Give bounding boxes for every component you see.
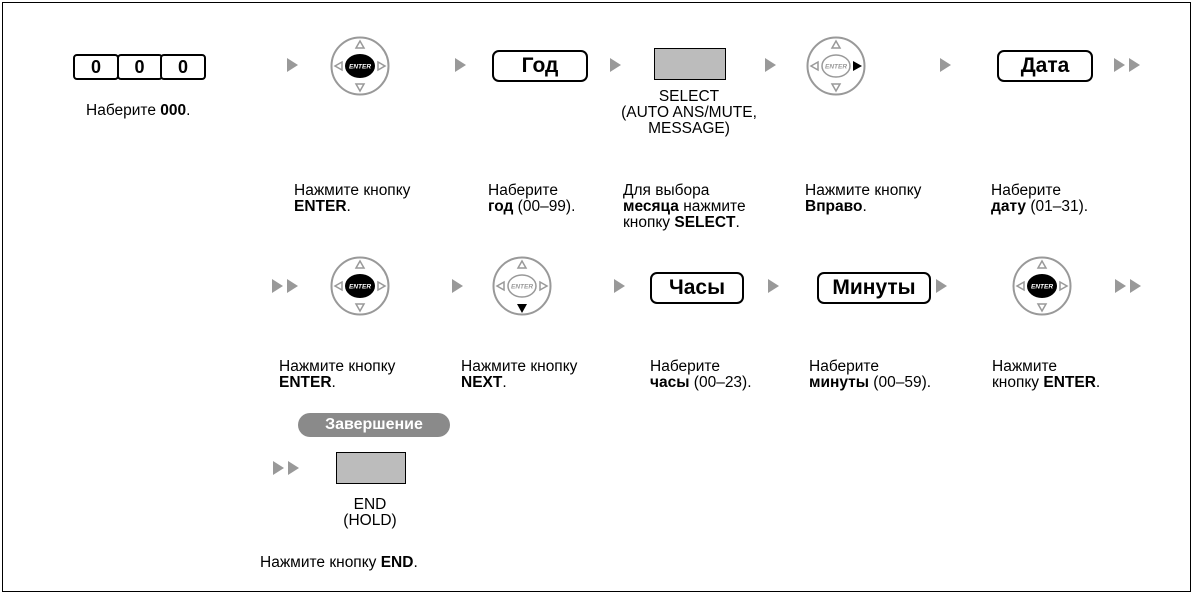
double-arrow [1114, 58, 1146, 72]
step-desc: Для выбора месяца нажмите кнопку SELECT. [623, 182, 746, 231]
key-0: 0 [73, 54, 119, 80]
double-arrow [273, 461, 305, 475]
dial-instruction: Наберите 000. [86, 102, 191, 119]
minutes-button: Минуты [817, 272, 931, 304]
key-0: 0 [160, 54, 206, 80]
key-0: 0 [116, 54, 163, 80]
hours-button: Часы [650, 272, 744, 304]
step-desc: Нажмите кнопку ENTER. [992, 358, 1101, 391]
nav-pad-enter-pressed: ENTER [1012, 256, 1072, 316]
flow-arrow [940, 58, 951, 72]
select-button [654, 48, 726, 80]
enter-label: ENTER [825, 64, 847, 71]
end-button [336, 452, 406, 484]
flow-arrow [610, 58, 621, 72]
flow-arrow [768, 279, 779, 293]
enter-label: ENTER [511, 284, 533, 291]
flow-arrow [614, 279, 625, 293]
flow-arrow [765, 58, 776, 72]
dial-keypad: 0 0 0 [73, 54, 206, 80]
step-desc: Наберите часы (00–23). [650, 358, 752, 391]
step-desc: Наберите минуты (00–59). [809, 358, 932, 391]
enter-label: ENTER [1031, 284, 1053, 291]
finish-badge: Завершение [298, 413, 450, 437]
enter-label: ENTER [349, 284, 371, 291]
nav-pad-down-pressed: ENTER [492, 256, 552, 316]
end-desc: Нажмите кнопку END. [260, 554, 418, 571]
nav-pad-right-pressed: ENTER [806, 36, 866, 96]
double-arrow [1115, 279, 1147, 293]
flow-arrow [936, 279, 947, 293]
enter-label: ENTER [349, 64, 371, 71]
select-caption: SELECT (AUTO ANS/MUTE, MESSAGE) [621, 88, 757, 137]
nav-pad-enter-pressed: ENTER [330, 256, 390, 316]
step-desc: Нажмите кнопку Вправо. [805, 182, 922, 215]
step-desc: Наберите дату (01–31). [991, 182, 1089, 215]
step-desc: Нажмите кнопку NEXT. [461, 358, 578, 391]
flow-arrow [287, 58, 298, 72]
flow-arrow [455, 58, 466, 72]
end-caption: END (HOLD) [343, 496, 397, 529]
date-button: Дата [997, 50, 1093, 82]
flow-arrow [452, 279, 463, 293]
step-desc: Наберите год (00–99). [488, 182, 576, 215]
double-arrow [272, 279, 304, 293]
nav-pad-enter-pressed: ENTER [330, 36, 390, 96]
year-button: Год [492, 50, 588, 82]
step-desc: Нажмите кнопку ENTER. [279, 358, 396, 391]
step-desc: Нажмите кнопку ENTER. [294, 182, 411, 215]
